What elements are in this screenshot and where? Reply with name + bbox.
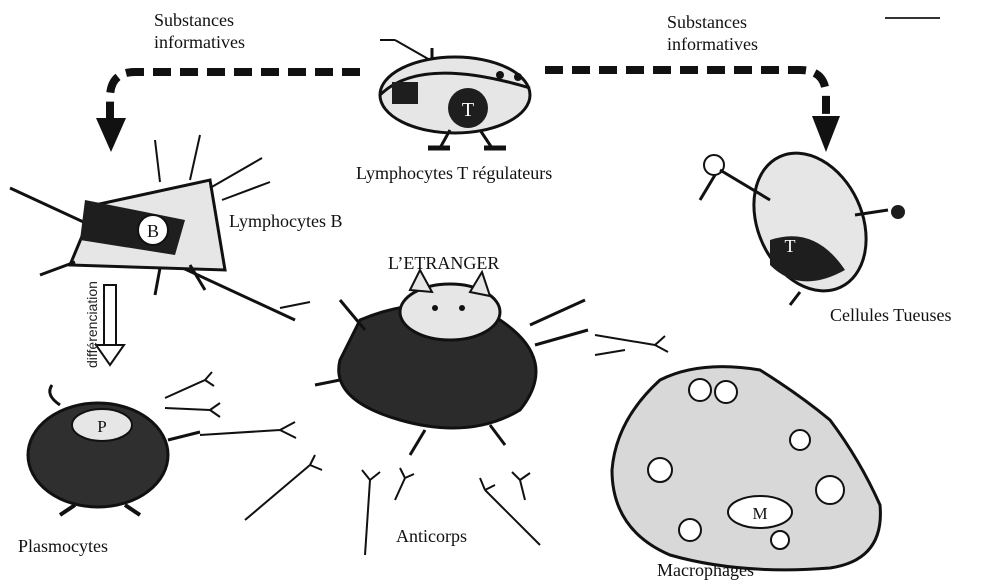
substances-right-line2: informatives	[667, 34, 758, 56]
dashed-arrow-left	[110, 72, 360, 128]
plasmocyte-badge: P	[97, 417, 106, 436]
plasmocyte-cell: P	[28, 385, 200, 515]
label-lymphocytes-t-regulateurs: Lymphocytes T régulateurs	[356, 163, 552, 185]
label-plasmocytes: Plasmocytes	[18, 536, 108, 558]
label-differenciation: différenciation	[84, 281, 100, 368]
t-regulator-badge: T	[462, 99, 474, 121]
arrowhead-right	[812, 116, 840, 152]
substances-left-line1: Substances	[154, 10, 234, 32]
label-lymphocytes-b: Lymphocytes B	[229, 211, 343, 233]
dashed-arrow-right	[545, 70, 826, 125]
killer-badge: T	[785, 236, 796, 256]
label-anticorps: Anticorps	[396, 526, 467, 548]
killer-cell: T	[700, 135, 905, 309]
differentiation-arrow	[96, 285, 124, 365]
foreign-body	[315, 270, 588, 455]
macrophage-cell: M	[612, 367, 880, 570]
t-regulator-cell: T	[380, 40, 530, 148]
label-etranger: L’ETRANGER	[388, 253, 499, 275]
arrowhead-left	[96, 118, 126, 152]
macrophage-badge: M	[752, 504, 767, 523]
substances-right-line1: Substances	[667, 12, 747, 34]
label-cellules-tueuses: Cellules Tueuses	[830, 305, 952, 327]
label-macrophages: Macrophages	[657, 560, 754, 582]
substances-left-line2: informatives	[154, 32, 245, 54]
b-cell-badge: B	[147, 221, 159, 241]
